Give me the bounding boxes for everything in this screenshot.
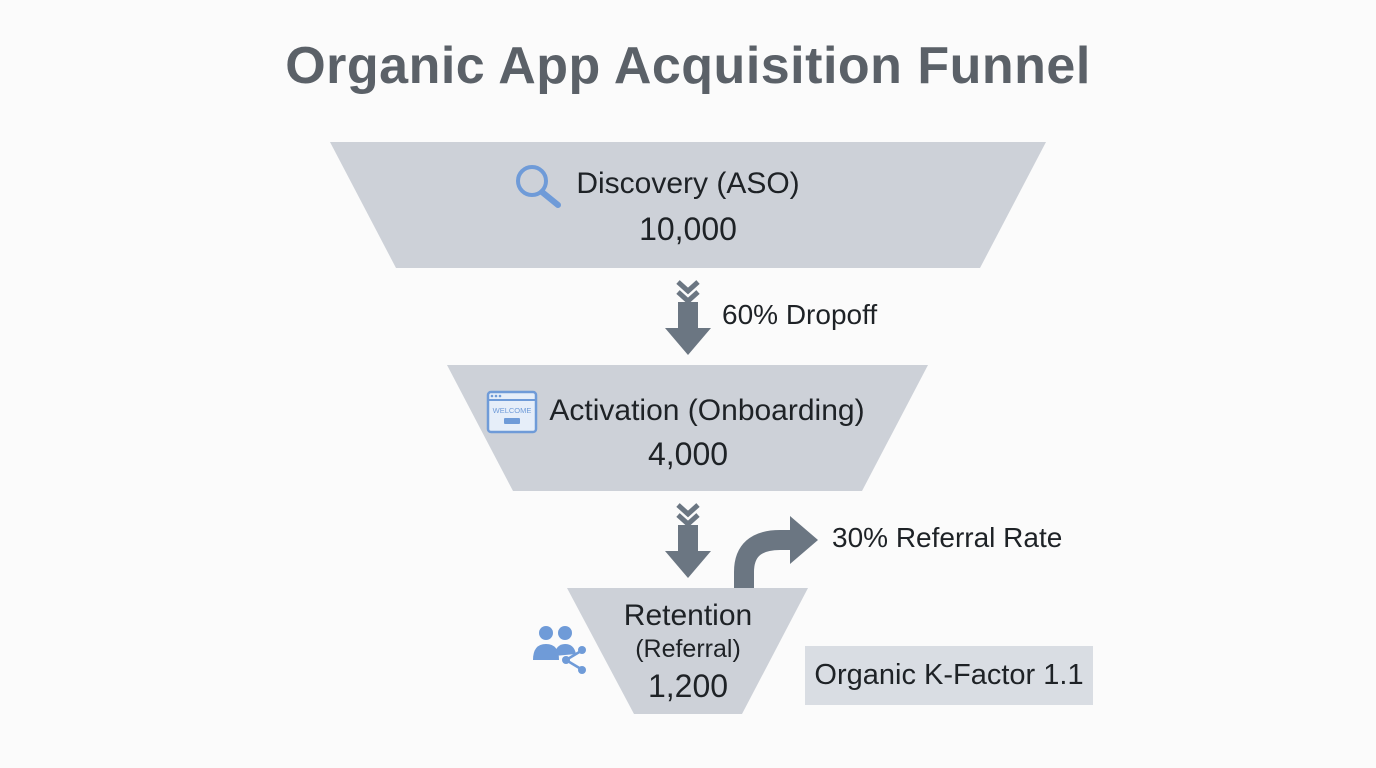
page-title: Organic App Acquisition Funnel xyxy=(285,37,1091,95)
stage-activation-text: Activation (Onboarding) xyxy=(540,396,874,426)
welcome-icon-text: WELCOME xyxy=(493,406,532,415)
stage-retention-value: 1,200 xyxy=(647,668,729,704)
stage-discovery-label: Discovery (ASO) xyxy=(576,167,800,200)
stage-activation-value-wrap: 4,000 xyxy=(588,438,788,470)
stage-discovery-text: Discovery (ASO) xyxy=(560,169,816,199)
down-arrow-dropoff xyxy=(665,280,711,355)
referral-rate-label: 30% Referral Rate xyxy=(832,522,1063,553)
welcome-window-icon: WELCOME xyxy=(486,390,538,434)
stage-retention-text: Retention xyxy=(588,601,788,631)
stage-discovery-value: 10,000 xyxy=(639,211,737,247)
stage-activation-label: Activation (Onboarding) xyxy=(549,394,865,427)
stage-retention-sublabel: (Referral) xyxy=(635,635,741,663)
funnel-stage-discovery xyxy=(330,142,1046,268)
referral-arrow xyxy=(734,516,818,588)
down-arrow-retention xyxy=(665,503,711,578)
search-icon xyxy=(516,165,561,208)
stage-retention-value-wrap: 1,200 xyxy=(588,670,788,702)
stage-retention-label: Retention xyxy=(623,599,753,632)
funnel-stage-retention xyxy=(567,588,808,714)
kfactor-box: Organic K-Factor 1.1 xyxy=(805,646,1093,705)
dropoff-label: 60% Dropoff xyxy=(722,299,878,330)
funnel-stage-activation xyxy=(447,365,928,491)
stage-retention-sub-wrap: (Referral) xyxy=(588,637,788,662)
stage-discovery-value-wrap: 10,000 xyxy=(588,213,788,245)
kfactor-label: Organic K-Factor 1.1 xyxy=(814,659,1084,691)
stage-activation-value: 4,000 xyxy=(647,436,729,472)
users-share-icon xyxy=(533,626,586,674)
